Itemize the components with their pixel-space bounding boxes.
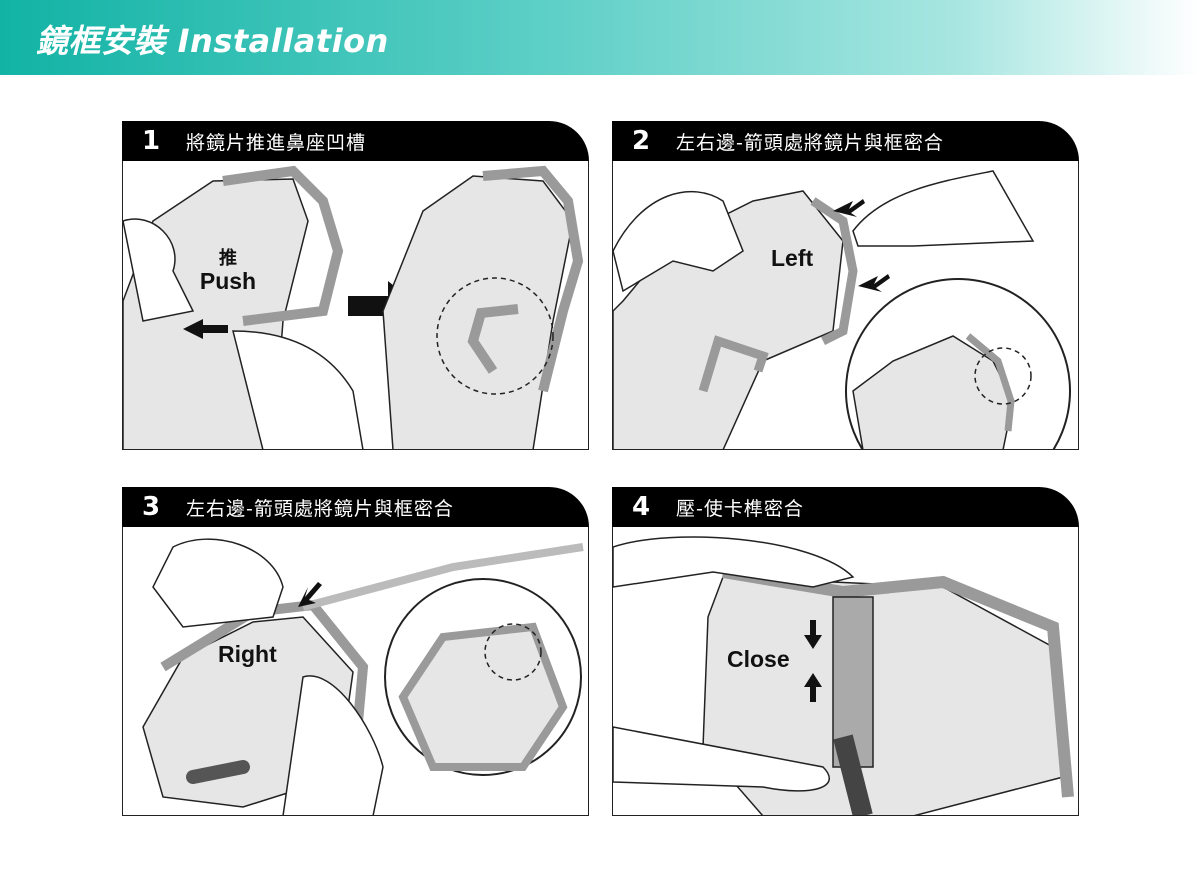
step-2-header: 2 左右邊-箭頭處將鏡片與框密合 (612, 121, 1079, 161)
close-label: Close (727, 646, 790, 672)
nose-pad-shape (698, 335, 769, 393)
step-title: 左右邊-箭頭處將鏡片與框密合 (186, 497, 454, 520)
highlight-circle (974, 347, 1032, 405)
highlight-circle (484, 623, 542, 681)
step-1-illustration: 推 Push (122, 161, 589, 450)
step-title: 左右邊-箭頭處將鏡片與框密合 (676, 131, 944, 154)
step-3-illustration: Right (122, 527, 589, 816)
step-title: 將鏡片推進鼻座凹槽 (186, 131, 367, 154)
push-label-cn: 推 (219, 248, 237, 268)
push-label: Push (199, 267, 257, 294)
step-number: 1 (142, 126, 161, 156)
temple-arm (301, 543, 584, 611)
frame-shape (482, 165, 584, 393)
step-4-drawing (613, 536, 1074, 815)
frame-shape (222, 165, 344, 326)
step-3-panel: 3 左右邊-箭頭處將鏡片與框密合 Right (122, 487, 589, 816)
title-banner: 鏡框安裝 Installation (0, 0, 1200, 75)
arrow-icon (858, 274, 890, 292)
hand-shape (613, 536, 855, 588)
step-1-drawing (123, 165, 584, 449)
step-4-panel: 4 壓-使卡榫密合 Close (612, 487, 1079, 816)
hand-shape (852, 170, 1035, 247)
arrow-up-icon (804, 673, 822, 702)
hand-shape (282, 675, 384, 815)
frame-shape (810, 197, 858, 346)
frame-shape (398, 622, 568, 771)
step-2-illustration: Left (612, 161, 1079, 450)
right-label: Right (218, 641, 277, 667)
step-1-panel: 1 將鏡片推進鼻座凹槽 推 Push (122, 121, 589, 450)
step-4-illustration: Close (612, 527, 1079, 816)
highlight-circle (436, 277, 554, 395)
step-title: 壓-使卡榫密合 (676, 497, 804, 520)
nose-pad-shape (467, 304, 519, 374)
arrow-icon (833, 199, 865, 217)
step-1-header: 1 將鏡片推進鼻座凹槽 (122, 121, 589, 161)
frame-shape (965, 333, 1015, 432)
arrow-down-icon (804, 620, 822, 649)
step-2-panel: 2 左右邊-箭頭處將鏡片與框密合 Left (612, 121, 1079, 450)
page-title: 鏡框安裝 Installation (36, 22, 389, 60)
step-4-header: 4 壓-使卡榫密合 (612, 487, 1079, 527)
nose-pad-shape (833, 734, 873, 815)
step-3-header: 3 左右邊-箭頭處將鏡片與框密合 (122, 487, 589, 527)
left-label: Left (771, 245, 814, 271)
hand-shape (613, 726, 830, 792)
lens-shape (702, 576, 1064, 815)
hand-shape (613, 190, 744, 293)
step-3-drawing (142, 538, 584, 815)
nose-pad-shape (186, 760, 250, 784)
hand-shape (152, 538, 284, 628)
arrow-icon (298, 582, 322, 607)
arrow-left-icon (183, 319, 228, 339)
step-2-drawing (613, 170, 1071, 449)
hand-shape (123, 218, 195, 322)
step-number: 3 (142, 492, 161, 522)
step-number: 2 (632, 126, 651, 156)
hand-shape (232, 330, 364, 449)
step-number: 4 (632, 492, 651, 522)
